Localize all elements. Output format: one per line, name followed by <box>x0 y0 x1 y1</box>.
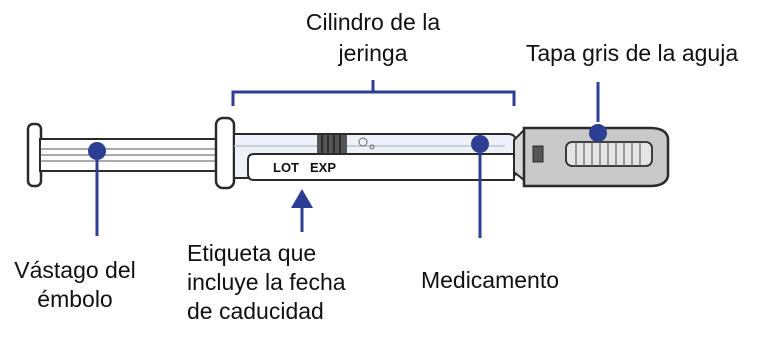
medicine-label: Medicamento <box>420 266 560 295</box>
barrel-label-line-2: jeringa <box>338 40 408 66</box>
needle-cap-callout-dot <box>589 124 607 142</box>
barrel-label: Cilindro de la jeringa <box>268 8 478 68</box>
air-bubble <box>369 144 375 150</box>
expiry-label-caption: Etiqueta que incluye la fecha de caducid… <box>187 239 387 326</box>
finger-flange <box>214 116 236 190</box>
expiry-label-caption-line-1: Etiqueta que <box>187 240 317 266</box>
exp-text: EXP <box>310 160 336 175</box>
needle-hub <box>513 127 525 183</box>
plunger-rod-label: Vástago del émbolo <box>0 256 150 314</box>
lot-text: LOT <box>273 160 299 175</box>
plunger-stopper <box>317 135 347 155</box>
needle-cap <box>522 126 670 188</box>
needle-cap-label-line-1: Tapa gris de la aguja <box>525 40 739 66</box>
syringe-label: LOT EXP <box>247 153 515 181</box>
label-arrow <box>291 189 313 232</box>
needle-cap-label: Tapa gris de la aguja <box>512 39 752 68</box>
plunger-rod-callout-dot <box>88 142 106 160</box>
barrel-bracket <box>231 90 516 106</box>
plunger-rod <box>26 122 223 188</box>
expiry-label-caption-line-2: incluye la fecha <box>187 269 346 295</box>
medicine-callout-dot <box>471 135 489 153</box>
air-bubble <box>358 137 368 147</box>
expiry-label-caption-line-3: de caducidad <box>187 298 324 324</box>
plunger-rod-label-line-2: émbolo <box>37 286 113 312</box>
plunger-rod-label-line-1: Vástago del <box>14 257 136 283</box>
barrel-label-line-1: Cilindro de la <box>305 9 441 35</box>
medicine-label-line-1: Medicamento <box>420 267 560 293</box>
